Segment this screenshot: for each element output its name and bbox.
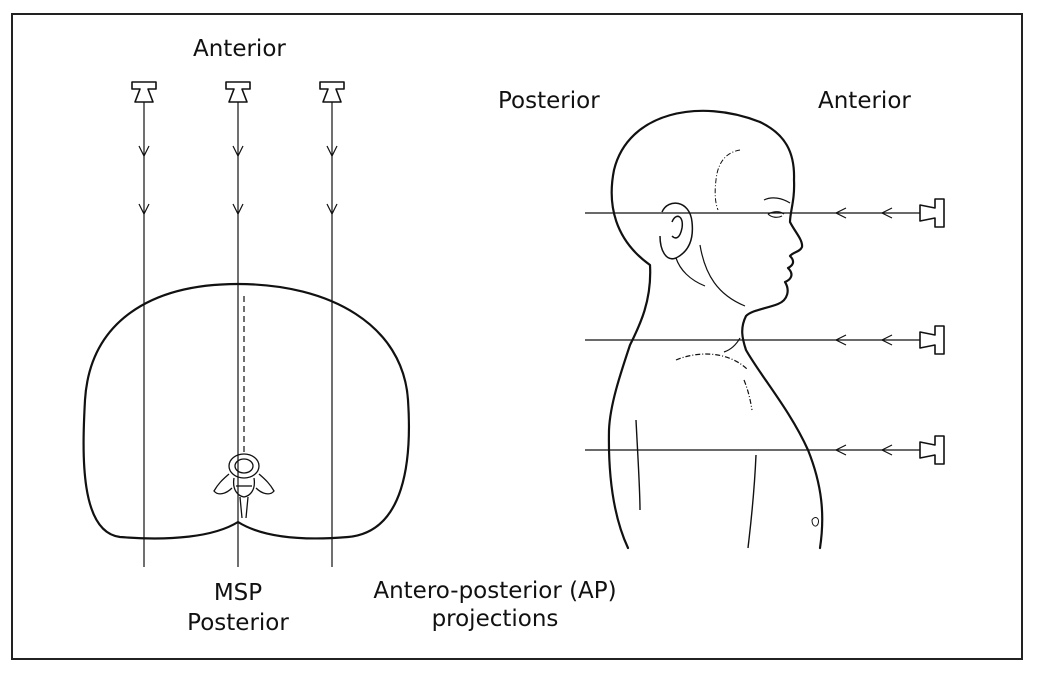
eye-icon [763, 197, 791, 218]
ear-icon [659, 202, 694, 260]
label-left-posterior: Posterior [187, 610, 289, 636]
xray-source-icon [225, 81, 251, 103]
lateral-profile-view [585, 109, 945, 550]
axial-cross-section [82, 81, 411, 567]
label-right-posterior: Posterior [498, 88, 600, 114]
xray-source-icon [319, 81, 345, 103]
arm-outline [635, 419, 757, 549]
figure-frame [11, 13, 1023, 660]
body-cross-section-outline [82, 282, 411, 540]
xray-source-icon [919, 435, 945, 465]
hairline [714, 149, 741, 211]
xray-source-icon [919, 198, 945, 228]
nipple-mark [811, 516, 819, 527]
xray-source-icon [131, 81, 157, 103]
xray-source-icon [919, 325, 945, 355]
beam-arrows [138, 145, 338, 216]
label-msp: MSP [213, 580, 263, 606]
face-front-outline [741, 120, 824, 550]
head-back-outline [607, 109, 762, 550]
caption-line1: Antero-posterior (AP) [373, 578, 617, 604]
label-right-anterior: Anterior [818, 88, 911, 114]
vertebra-icon [213, 453, 275, 519]
jaw-neck-lines [675, 244, 753, 411]
label-left-anterior: Anterior [193, 36, 286, 62]
caption-line2: projections [431, 606, 559, 632]
beam-arrows [834, 207, 893, 456]
